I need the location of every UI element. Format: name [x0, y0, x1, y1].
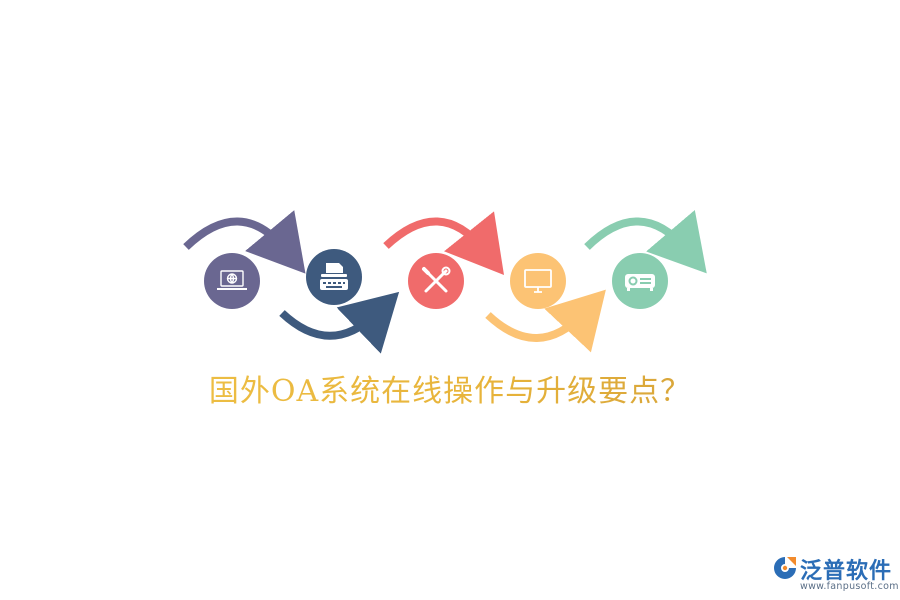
step-4-node: [510, 253, 566, 309]
step-1-node: [204, 253, 260, 309]
step-5-node: [612, 253, 668, 309]
laptop-globe-icon: [217, 270, 247, 290]
monitor-icon: [524, 269, 552, 293]
arrow-1: [183, 210, 306, 274]
typewriter-icon: [320, 263, 348, 290]
arrow-2: [279, 291, 400, 354]
arrow-4: [485, 289, 606, 353]
fanpu-logo-icon: [774, 557, 796, 579]
brand-url: www.fanpusoft.com: [800, 581, 899, 592]
projector-icon: [625, 274, 655, 291]
arrow-3: [383, 211, 505, 275]
step-3-node: [408, 253, 464, 309]
tools-icon: [422, 266, 451, 293]
diagram-title: 国外OA系统在线操作与升级要点？: [0, 366, 900, 410]
arrow-5: [584, 209, 707, 274]
step-2-node: [306, 249, 362, 305]
brand-name: 泛普软件: [800, 559, 893, 584]
brand-logo[interactable]: 泛普软件 www.fanpusoft.com: [772, 553, 898, 597]
